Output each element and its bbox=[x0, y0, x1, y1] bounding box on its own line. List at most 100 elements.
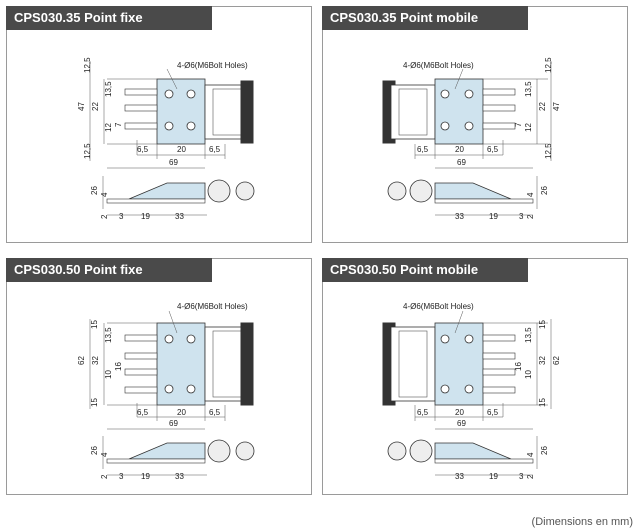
drawing: 4-Ø6(M6Bolt Holes) 62 32 13,5 10 16 15 1… bbox=[323, 283, 627, 494]
dim-center: 20 bbox=[177, 145, 186, 154]
panel-title: CPS030.50 Point mobile bbox=[322, 258, 528, 282]
dim-top-offset: 13,5 bbox=[104, 327, 113, 343]
wheel bbox=[387, 441, 407, 461]
base-plate bbox=[434, 198, 534, 204]
dim-side-step: 4 bbox=[100, 452, 109, 457]
dim-small: 12 bbox=[524, 123, 533, 132]
base-plate bbox=[434, 458, 534, 464]
dim-inner: 22 bbox=[538, 102, 547, 111]
dim-left: 6,5 bbox=[137, 145, 149, 154]
wheel bbox=[387, 181, 407, 201]
dim-total-height: 47 bbox=[552, 102, 561, 111]
bolt-hole bbox=[440, 334, 450, 344]
mounting-plate bbox=[156, 322, 206, 406]
dim-right: 6,5 bbox=[209, 408, 221, 417]
side-bracket bbox=[128, 182, 206, 200]
bolt-hole bbox=[464, 334, 474, 344]
side-bracket bbox=[434, 182, 512, 200]
technical-drawing: 4-Ø6(M6Bolt Holes) 62 32 13,5 10 16 15 1… bbox=[77, 302, 255, 481]
dim-side-height: 26 bbox=[90, 186, 99, 195]
pin bbox=[482, 386, 516, 394]
dim-left: 6,5 bbox=[417, 408, 429, 417]
dim-small: 10 bbox=[524, 370, 533, 379]
dim-right: 6,5 bbox=[487, 408, 499, 417]
dim-inner: 32 bbox=[91, 356, 100, 365]
bolt-hole bbox=[440, 121, 450, 131]
dim-side-step: 4 bbox=[526, 452, 535, 457]
side-bracket bbox=[128, 442, 206, 460]
bolt-hole bbox=[164, 334, 174, 344]
bolt-hole bbox=[164, 121, 174, 131]
pin bbox=[482, 352, 516, 360]
bolt-hole bbox=[440, 384, 450, 394]
dim-slot: 7 bbox=[114, 122, 123, 127]
panel-title: CPS030.35 Point fixe bbox=[6, 6, 212, 30]
dim-slot: 7 bbox=[514, 122, 523, 127]
holes-label: 4-Ø6(M6Bolt Holes) bbox=[177, 61, 248, 70]
dim-b2: 19 bbox=[489, 472, 498, 481]
dim-slot: 16 bbox=[514, 362, 523, 371]
dim-b1: 3 bbox=[519, 212, 524, 221]
dim-center: 20 bbox=[455, 145, 464, 154]
wheel bbox=[235, 441, 255, 461]
wheel bbox=[207, 439, 231, 463]
panel-cps030-35-mobile: CPS030.35 Point mobile 4-Ø6(M6Bolt Hole bbox=[322, 6, 628, 243]
dim-slot: 16 bbox=[114, 362, 123, 371]
wheel bbox=[409, 179, 433, 203]
dim-side-step: 4 bbox=[100, 192, 109, 197]
bolt-hole bbox=[440, 89, 450, 99]
dim-length: 69 bbox=[169, 419, 178, 428]
dim-b1: 3 bbox=[119, 212, 124, 221]
pin bbox=[482, 122, 516, 130]
dim-b3: 33 bbox=[175, 472, 184, 481]
chain-link bbox=[390, 326, 436, 402]
dim-small: 12 bbox=[104, 123, 113, 132]
dim-margin-bottom: 15 bbox=[90, 398, 99, 407]
dim-margin-bottom: 12,5 bbox=[83, 143, 92, 159]
dim-length: 69 bbox=[169, 158, 178, 167]
drawing: 4-Ø6(M6Bolt Holes) 47 22 13,5 12 7 12,5 … bbox=[7, 31, 311, 242]
dim-left: 6,5 bbox=[137, 408, 149, 417]
dim-right: 6,5 bbox=[487, 145, 499, 154]
mounting-plate bbox=[434, 322, 484, 406]
dim-b2: 19 bbox=[141, 472, 150, 481]
base-plate bbox=[106, 458, 206, 464]
pin bbox=[124, 334, 158, 342]
dim-b3: 33 bbox=[455, 212, 464, 221]
technical-drawing: 4-Ø6(M6Bolt Holes) 62 32 13,5 10 16 15 1… bbox=[382, 302, 561, 481]
pin bbox=[124, 122, 158, 130]
pin bbox=[124, 104, 158, 112]
bolt-hole bbox=[186, 121, 196, 131]
dim-margin-top: 12,5 bbox=[83, 57, 92, 73]
panel-cps030-50-fixe: CPS030.50 Point fixe 4-Ø6(M6Bolt bbox=[6, 258, 312, 495]
panel-title: CPS030.35 Point mobile bbox=[322, 6, 528, 30]
dim-margin-bottom: 12,5 bbox=[544, 143, 553, 159]
base-plate bbox=[106, 198, 206, 204]
dim-length: 69 bbox=[457, 158, 466, 167]
dim-left: 6,5 bbox=[417, 145, 429, 154]
dim-top-offset: 13,5 bbox=[104, 81, 113, 97]
mounting-plate bbox=[156, 78, 206, 145]
bolt-hole bbox=[464, 89, 474, 99]
pin bbox=[482, 334, 516, 342]
bolt-hole bbox=[186, 384, 196, 394]
wheel bbox=[409, 439, 433, 463]
dim-b3: 33 bbox=[455, 472, 464, 481]
dim-inner: 22 bbox=[91, 102, 100, 111]
dim-length: 69 bbox=[457, 419, 466, 428]
dim-top-offset: 13,5 bbox=[524, 327, 533, 343]
dim-b2: 19 bbox=[141, 212, 150, 221]
dimensions-footnote: (Dimensions en mm) bbox=[531, 516, 633, 528]
dim-b2: 19 bbox=[489, 212, 498, 221]
dim-margin-top: 15 bbox=[538, 320, 547, 329]
dim-side-height: 26 bbox=[540, 446, 549, 455]
dim-total-height: 62 bbox=[77, 356, 86, 365]
dim-center: 20 bbox=[455, 408, 464, 417]
dim-base: 2 bbox=[526, 214, 535, 219]
dim-base: 2 bbox=[526, 474, 535, 479]
drawing: 4-Ø6(M6Bolt Holes) 62 32 13,5 10 16 15 1… bbox=[7, 283, 311, 494]
dim-b1: 3 bbox=[119, 472, 124, 481]
pin bbox=[124, 88, 158, 96]
dim-total-height: 62 bbox=[552, 356, 561, 365]
bolt-hole bbox=[464, 121, 474, 131]
